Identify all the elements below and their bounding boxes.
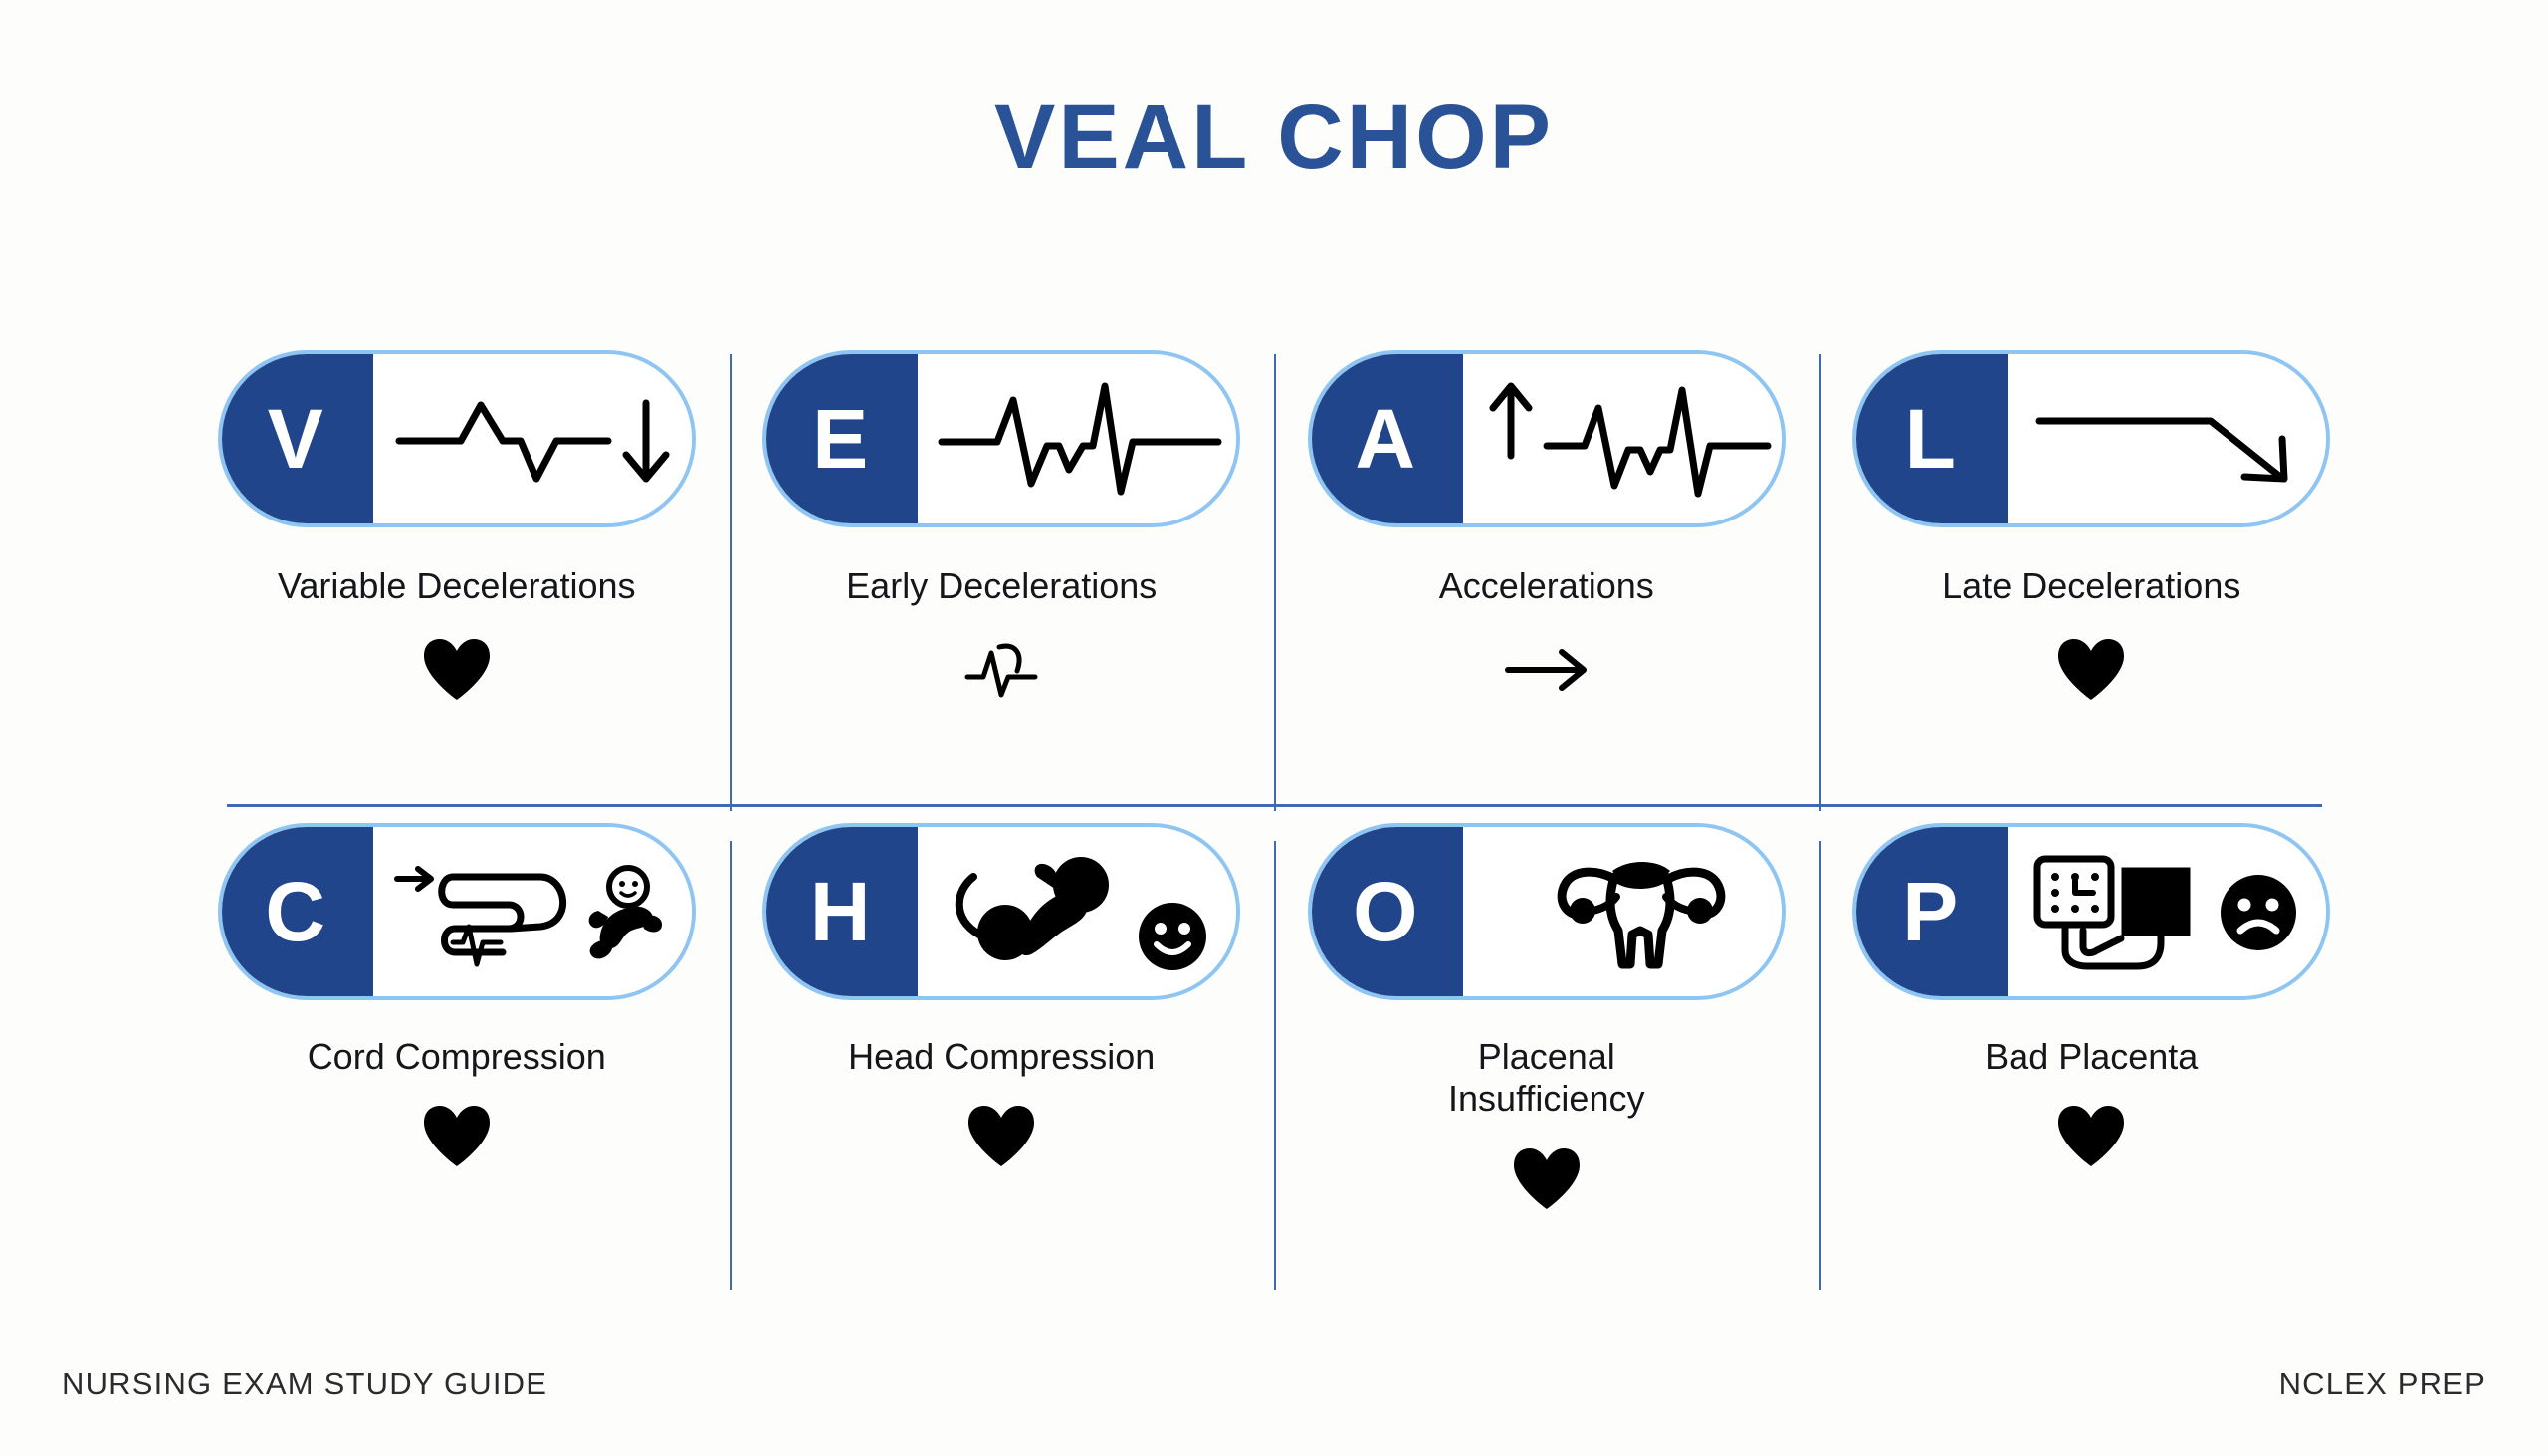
pill-letter-badge-l: L — [1856, 354, 2009, 523]
card-l: L Late Decelerations — [1818, 350, 2365, 823]
card-p: P — [1818, 823, 2365, 1296]
card-v: V Variable Decelerations — [184, 350, 730, 823]
card-label-l: Late Decelerations — [1942, 565, 2241, 606]
veal-chop-grid: V Variable Decelerations — [184, 350, 2364, 1296]
card-e: E Early Decelerations — [729, 350, 1275, 823]
variable-deceleration-waveform-with-down-arrow-icon — [372, 354, 692, 523]
card-label-v: Variable Decelerations — [277, 565, 636, 606]
heart-icon — [2055, 1100, 2127, 1173]
heart-icon — [965, 1100, 1037, 1173]
pill-p: P — [1852, 823, 2331, 1000]
pill-letter-a: A — [1355, 392, 1416, 486]
card-label-a: Accelerations — [1438, 565, 1654, 606]
pill-letter-badge-v: V — [221, 354, 373, 523]
pill-c: C — [217, 823, 696, 1000]
flat-line-with-descending-arrow-icon — [2008, 354, 2327, 523]
card-label-o: Placenal Insufficiency — [1448, 1036, 1644, 1121]
pill-v: V — [217, 350, 696, 527]
card-c: C — [184, 823, 730, 1296]
pill-letter-badge-o: O — [1311, 827, 1463, 996]
pill-a: A — [1307, 350, 1786, 527]
card-label-c: Cord Compression — [307, 1036, 606, 1077]
card-h: H — [729, 823, 1275, 1296]
card-o: O — [1274, 823, 1819, 1296]
card-label-h: Head Compression — [848, 1036, 1156, 1077]
card-a: A Accelerations — [1274, 350, 1819, 823]
heart-icon — [1511, 1143, 1583, 1216]
right-arrow-icon — [1502, 633, 1592, 707]
pill-letter-l: L — [1904, 392, 1956, 486]
pill-letter-c: C — [265, 865, 326, 958]
pill-letter-o: O — [1353, 865, 1418, 958]
up-arrow-with-ecg-waveform-icon — [1462, 354, 1782, 523]
card-label-e: Early Decelerations — [846, 565, 1158, 606]
card-label-p: Bad Placenta — [1985, 1036, 2199, 1077]
uterus-anatomy-icon — [1462, 827, 1782, 996]
pill-letter-p: P — [1902, 865, 1959, 958]
pill-letter-v: V — [267, 392, 323, 486]
page-title: VEAL CHOP — [993, 87, 1555, 188]
pill-letter-badge-h: H — [766, 827, 919, 996]
pill-o: O — [1307, 823, 1786, 1000]
pill-letter-h: H — [809, 865, 871, 958]
pulse-curve-icon — [961, 633, 1041, 707]
early-deceleration-ecg-waveform-icon — [918, 354, 1237, 523]
umbilical-cord-and-baby-icon — [372, 827, 692, 996]
fetus-and-smiley-face-icon — [918, 827, 1237, 996]
pill-letter-badge-c: C — [221, 827, 373, 996]
heart-icon — [421, 1100, 493, 1173]
card-label-o-line1: Placenal — [1477, 1036, 1615, 1077]
pill-letter-badge-p: P — [1856, 827, 2009, 996]
blood-pressure-monitor-and-sad-face-icon — [2008, 827, 2327, 996]
pill-l: L — [1852, 350, 2331, 527]
heart-icon — [421, 633, 493, 707]
pill-letter-e: E — [812, 392, 869, 486]
card-label-o-line2: Insufficiency — [1448, 1078, 1645, 1120]
pill-letter-badge-a: A — [1311, 354, 1463, 523]
pill-e: E — [762, 350, 1241, 527]
heart-icon — [2055, 633, 2127, 707]
footer-left-text: NURSING EXAM STUDY GUIDE — [62, 1366, 548, 1401]
pill-letter-badge-e: E — [766, 354, 919, 523]
footer-right-text: NCLEX PREP — [2278, 1366, 2486, 1401]
pill-h: H — [762, 823, 1241, 1000]
